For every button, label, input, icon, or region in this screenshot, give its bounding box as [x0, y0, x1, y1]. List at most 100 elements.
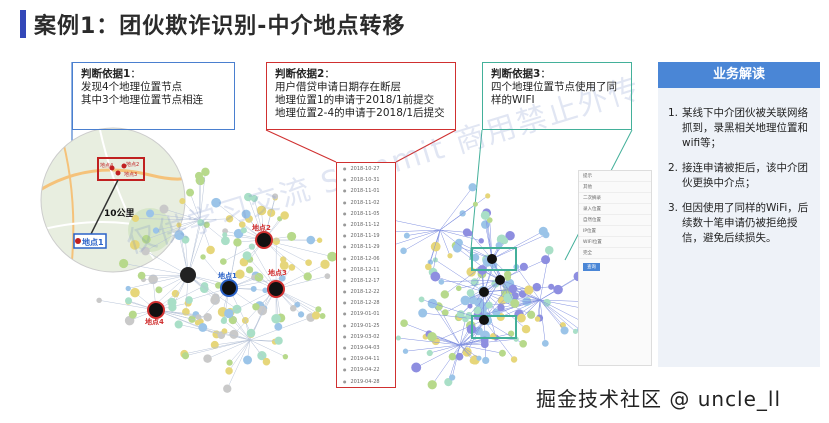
- graph-node: [247, 329, 256, 338]
- graph-node: [427, 350, 433, 356]
- graph-node: [428, 299, 438, 309]
- graph-node: [425, 263, 432, 270]
- graph-node: [130, 288, 140, 298]
- form-row: 自然位置: [579, 215, 651, 226]
- date-item: 2018-12-22: [337, 286, 395, 297]
- graph-node: [251, 286, 257, 292]
- graph-node: [511, 356, 517, 362]
- graph-node: [233, 238, 241, 246]
- graph-node: [220, 258, 227, 265]
- date-item: 2018-12-06: [337, 253, 395, 264]
- graph-node: [221, 236, 230, 245]
- graph-node: [453, 244, 462, 253]
- graph-node: [519, 340, 527, 348]
- node-hub: [180, 267, 196, 283]
- date-item: 2018-12-28: [337, 297, 395, 308]
- form-row: 其他: [579, 182, 651, 193]
- graph-edge: [388, 230, 440, 232]
- graph-node: [186, 189, 194, 197]
- graph-node: [312, 311, 320, 319]
- graph-node: [201, 168, 209, 176]
- graph-node: [545, 246, 554, 255]
- graph-node: [447, 253, 452, 258]
- graph-node: [138, 272, 146, 280]
- graph-node: [510, 299, 519, 308]
- graph-node: [298, 311, 304, 317]
- site1-label: 地点1: [82, 237, 104, 247]
- graph-node: [283, 354, 288, 359]
- panel-item: 2.接连申请被拒后，该中介团伙更换中介点；: [664, 161, 810, 191]
- graph-node: [430, 272, 440, 282]
- query-button[interactable]: 查询: [583, 263, 600, 271]
- graph-node: [449, 353, 457, 361]
- graph-node: [463, 228, 471, 236]
- graph-node: [456, 286, 462, 292]
- graph-node: [290, 305, 296, 311]
- svg-text:地点1: 地点1: [218, 271, 237, 280]
- svg-text:地点3: 地点3: [268, 268, 287, 277]
- date-item: 2019-04-03: [337, 342, 395, 353]
- graph-node: [129, 311, 137, 319]
- graph-node: [504, 274, 511, 281]
- graph-node: [553, 285, 563, 295]
- graph-node: [467, 289, 475, 297]
- date-item: 2018-10-27: [337, 163, 395, 174]
- graph-node: [527, 311, 535, 319]
- panel-title: 业务解读: [658, 62, 820, 88]
- graph-node: [485, 193, 490, 198]
- date-item: 2018-11-05: [337, 208, 395, 219]
- date-item: 2019-04-11: [337, 353, 395, 364]
- graph-node: [427, 332, 436, 341]
- graph-node: [509, 285, 518, 294]
- date-item: 2018-12-17: [337, 275, 395, 286]
- graph-node: [520, 263, 528, 271]
- graph-node: [449, 374, 455, 380]
- graph-node: [246, 266, 253, 273]
- panel-item: 1.某线下中介团伙被关联网络抓到，录黑相关地理位置和wifi等；: [664, 106, 810, 151]
- form-row: 完全: [579, 248, 651, 259]
- graph-node: [535, 316, 541, 322]
- graph-node: [442, 309, 449, 316]
- graph-node: [542, 340, 549, 347]
- form-row: 提示: [579, 171, 651, 182]
- graph-node: [229, 330, 238, 339]
- graph-node: [96, 298, 101, 303]
- graph-node: [274, 323, 282, 331]
- panel-item: 3.但因使用了同样的WiFi，后续数十笔申请仍被拒绝授信，避免后续损失。: [664, 201, 810, 246]
- graph-edge: [406, 345, 460, 351]
- footer-credit: 掘金技术社区 @ uncle_ll: [536, 383, 781, 412]
- graph-node: [419, 296, 425, 302]
- graph-node: [167, 298, 176, 307]
- svg-text:地点2: 地点2: [126, 161, 139, 168]
- form-row: 二次摘录: [579, 193, 651, 204]
- graph-node: [533, 283, 542, 292]
- node-site2: [256, 232, 272, 248]
- graph-node: [223, 385, 231, 393]
- graph-node: [501, 237, 508, 244]
- graph-node: [404, 233, 410, 239]
- graph-node: [317, 238, 322, 243]
- graph-node: [280, 256, 286, 262]
- date-item: 2018-11-02: [337, 197, 395, 208]
- graph-node: [175, 320, 183, 328]
- graph-node: [418, 309, 427, 318]
- graph-node: [242, 317, 249, 324]
- graph-node: [263, 358, 271, 366]
- graph-node: [517, 314, 526, 323]
- graph-node: [479, 238, 484, 243]
- date-item: 2018-12-11: [337, 264, 395, 275]
- graph-edge: [540, 300, 545, 343]
- graph-node: [481, 211, 490, 220]
- graph-node: [306, 236, 315, 245]
- graph-node: [438, 279, 444, 285]
- graph-node: [221, 318, 227, 324]
- graph-node: [396, 336, 401, 341]
- date-item: 2018-11-12: [337, 219, 395, 230]
- graph-edge: [452, 345, 460, 378]
- date-item: 2019-01-01: [337, 308, 395, 319]
- graph-node: [198, 323, 207, 332]
- graph-node: [243, 251, 252, 260]
- graph-node: [155, 286, 162, 293]
- date-item: 2019-04-22: [337, 364, 395, 375]
- date-item: 2018-11-01: [337, 185, 395, 196]
